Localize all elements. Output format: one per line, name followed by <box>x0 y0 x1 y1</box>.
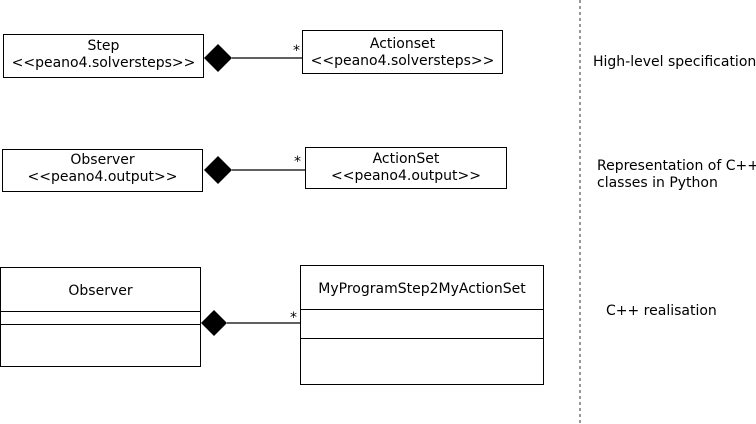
class-name-compartment: Observer <box>1 268 200 311</box>
level-label-cpp: C++ realisation <box>606 303 717 319</box>
class-name: Actionset <box>369 36 436 52</box>
level-label-python: Representation of C++ classes in Python <box>597 158 756 192</box>
class-name: Observer <box>68 283 133 299</box>
step-class-box: Step <<peano4.solversteps>> <box>3 34 204 78</box>
operations-compartment <box>1 324 200 366</box>
observer-class-box: Observer <<peano4.output>> <box>2 149 203 192</box>
class-stereotype: <<peano4.output>> <box>27 169 178 185</box>
myprogramstep-class-box: MyProgramStep2MyActionSet <box>300 265 544 385</box>
actionset-class-box: Actionset <<peano4.solversteps>> <box>302 30 503 74</box>
class-name: Step <box>87 38 120 54</box>
level-label-line: classes in Python <box>597 175 718 191</box>
class-name: ActionSet <box>372 151 440 167</box>
attributes-compartment <box>301 309 543 338</box>
class-name: Observer <box>70 152 135 168</box>
observer-cpp-class-box: Observer <box>0 267 201 367</box>
multiplicity-label: * <box>290 310 297 326</box>
class-stereotype: <<peano4.solversteps>> <box>11 55 196 71</box>
level-label-line: Representation of C++ <box>597 158 756 174</box>
multiplicity-label: * <box>293 43 300 59</box>
class-stereotype: <<peano4.output>> <box>331 168 481 184</box>
class-name: MyProgramStep2MyActionSet <box>318 281 526 297</box>
actionset-output-class-box: ActionSet <<peano4.output>> <box>305 147 507 189</box>
operations-compartment <box>301 338 543 384</box>
composition-diamond-row3 <box>201 310 227 336</box>
composition-diamond-row2 <box>204 156 232 184</box>
attributes-compartment <box>1 311 200 324</box>
class-name-compartment: MyProgramStep2MyActionSet <box>301 266 543 309</box>
multiplicity-label: * <box>294 154 301 170</box>
composition-diamond-row1 <box>204 44 232 72</box>
class-stereotype: <<peano4.solversteps>> <box>310 53 495 69</box>
level-label-high: High-level specification <box>593 54 756 70</box>
